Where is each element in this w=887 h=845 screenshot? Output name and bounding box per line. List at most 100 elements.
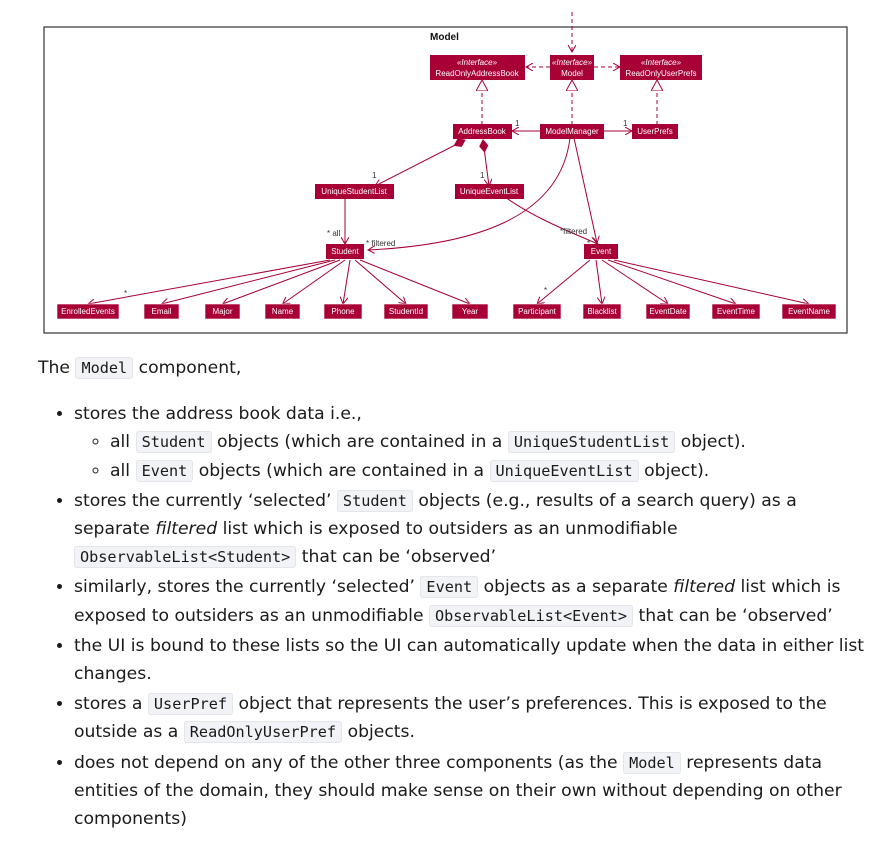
attribute-box (645, 303, 691, 320)
attribute-label: EventTime (717, 307, 755, 316)
inline-code: UniqueEventList (489, 459, 639, 482)
attribute-enrolledevents: EnrolledEvents (56, 303, 120, 320)
attribute-box (204, 303, 241, 320)
sub-list-item: all Event objects (which are contained i… (110, 457, 868, 485)
attribute-eventname: EventName (781, 303, 837, 320)
attribute-link (537, 259, 591, 304)
attribute-link (607, 259, 736, 304)
text: stores a (74, 694, 143, 715)
attribute-label: Blacklist (587, 307, 617, 316)
uniqueeventlist-event (504, 196, 598, 244)
interface-name: Model (561, 69, 583, 78)
emphasis: filtered (673, 577, 736, 598)
responsibilities-list: stores the address book data i.e., all S… (38, 400, 868, 833)
text: list which is exposed to outsiders as an… (74, 577, 841, 626)
class-uniquestudentlist: UniqueStudentList (315, 184, 394, 199)
class-addressbook: AddressBook (453, 124, 512, 139)
attribute-label: Year (462, 307, 479, 316)
attribute-link (162, 259, 336, 304)
multiplicity: 1 (623, 119, 628, 128)
interface-readonlyuserprefs: «Interface» ReadOnlyUserPrefs (620, 55, 702, 80)
text: the UI is bound to these lists so the UI… (74, 635, 865, 685)
text: objects. (347, 722, 415, 743)
class-name: UniqueStudentList (321, 187, 387, 196)
class-name: Student (331, 247, 359, 256)
addressbook-uniqueeventlist (483, 140, 489, 186)
package-title: Model (430, 32, 459, 43)
attribute-box (451, 303, 489, 320)
interface-name: ReadOnlyUserPrefs (625, 69, 696, 78)
text: objects (which are contained in a (198, 460, 485, 481)
attribute-year: Year (451, 303, 489, 320)
class-event: Event (584, 244, 618, 259)
attribute-link (601, 259, 668, 304)
attribute-name: Name (264, 303, 301, 320)
attribute-box (56, 303, 120, 320)
list-item: similarly, stores the currently ‘selecte… (74, 573, 868, 629)
inline-code: Student (135, 431, 212, 454)
model-class-diagram: Model 1 1 1 1 * all *filtered * filtered… (43, 12, 848, 334)
attribute-email: Email (143, 303, 180, 320)
attribute-link (354, 259, 406, 304)
text: list which is exposed to outsiders as an… (222, 519, 678, 540)
text: similarly, stores the currently ‘selecte… (74, 577, 415, 598)
multiplicity: * all (327, 229, 341, 238)
attribute-link (595, 259, 602, 304)
class-name: UserPrefs (637, 127, 673, 136)
text: object). (644, 460, 710, 481)
interface-readonlyaddressbook: «Interface» ReadOnlyAddressBook (430, 55, 525, 80)
intro-text: The (38, 358, 70, 378)
multiplicity: * (124, 289, 127, 298)
text: represents data entities of the domain, … (74, 752, 842, 830)
attribute-studentid: StudentId (383, 303, 429, 320)
attribute-label: Name (272, 307, 294, 316)
attribute-label: EnrolledEvents (61, 307, 115, 316)
attribute-label: Major (212, 307, 232, 316)
inline-code: ObservableList<Event> (429, 604, 634, 627)
attribute-eventtime: EventTime (711, 303, 761, 320)
list-item-text: stores the address book data i.e., (74, 404, 362, 425)
multiplicity: * (544, 286, 547, 295)
interface-model: «Interface» Model (550, 55, 594, 80)
attribute-link (343, 259, 351, 304)
emphasis: filtered (155, 519, 218, 540)
inline-code: UniqueStudentList (507, 431, 676, 454)
attribute-link (88, 259, 331, 304)
attribute-label: Phone (331, 307, 355, 316)
attribute-link (359, 259, 470, 304)
attribute-box (143, 303, 180, 320)
text: object that represents the user’s prefer… (74, 694, 827, 743)
text: that can be ‘observed’ (301, 547, 497, 568)
text: all (110, 460, 131, 481)
class-name: ModelManager (545, 127, 599, 136)
text: object). (680, 432, 746, 453)
attribute-link (613, 259, 809, 304)
class-student: Student (326, 244, 364, 259)
attribute-box (781, 303, 837, 320)
attribute-phone: Phone (323, 303, 363, 320)
attribute-box (264, 303, 301, 320)
multiplicity: *filtered (560, 227, 587, 236)
attribute-blacklist: Blacklist (582, 303, 622, 320)
attribute-box (711, 303, 761, 320)
multiplicity: 1 (372, 171, 377, 180)
attribute-box (323, 303, 363, 320)
addressbook-uniquestudentlist (375, 140, 465, 186)
list-item: does not depend on any of the other thre… (74, 749, 868, 834)
class-userprefs: UserPrefs (632, 124, 678, 139)
class-uniqueeventlist: UniqueEventList (455, 184, 524, 199)
inline-code: Event (420, 576, 479, 599)
modelmanager-student-filtered (368, 137, 571, 250)
interface-stereotype: «Interface» (552, 58, 593, 67)
list-item: stores a UserPref object that represents… (74, 690, 868, 746)
modelmanager-event (573, 137, 597, 243)
attribute-label: Email (151, 307, 171, 316)
class-name: UniqueEventList (460, 187, 519, 196)
attribute-box (383, 303, 429, 320)
multiplicity: * filtered (366, 239, 395, 248)
text: that can be ‘observed’ (638, 605, 833, 626)
attribute-boxes: EnrolledEvents Email Major Name Phone Student… (56, 303, 837, 320)
inline-code: UserPref (147, 693, 234, 716)
text: stores the currently ‘selected’ (74, 490, 332, 511)
inline-code: Model (623, 751, 681, 774)
